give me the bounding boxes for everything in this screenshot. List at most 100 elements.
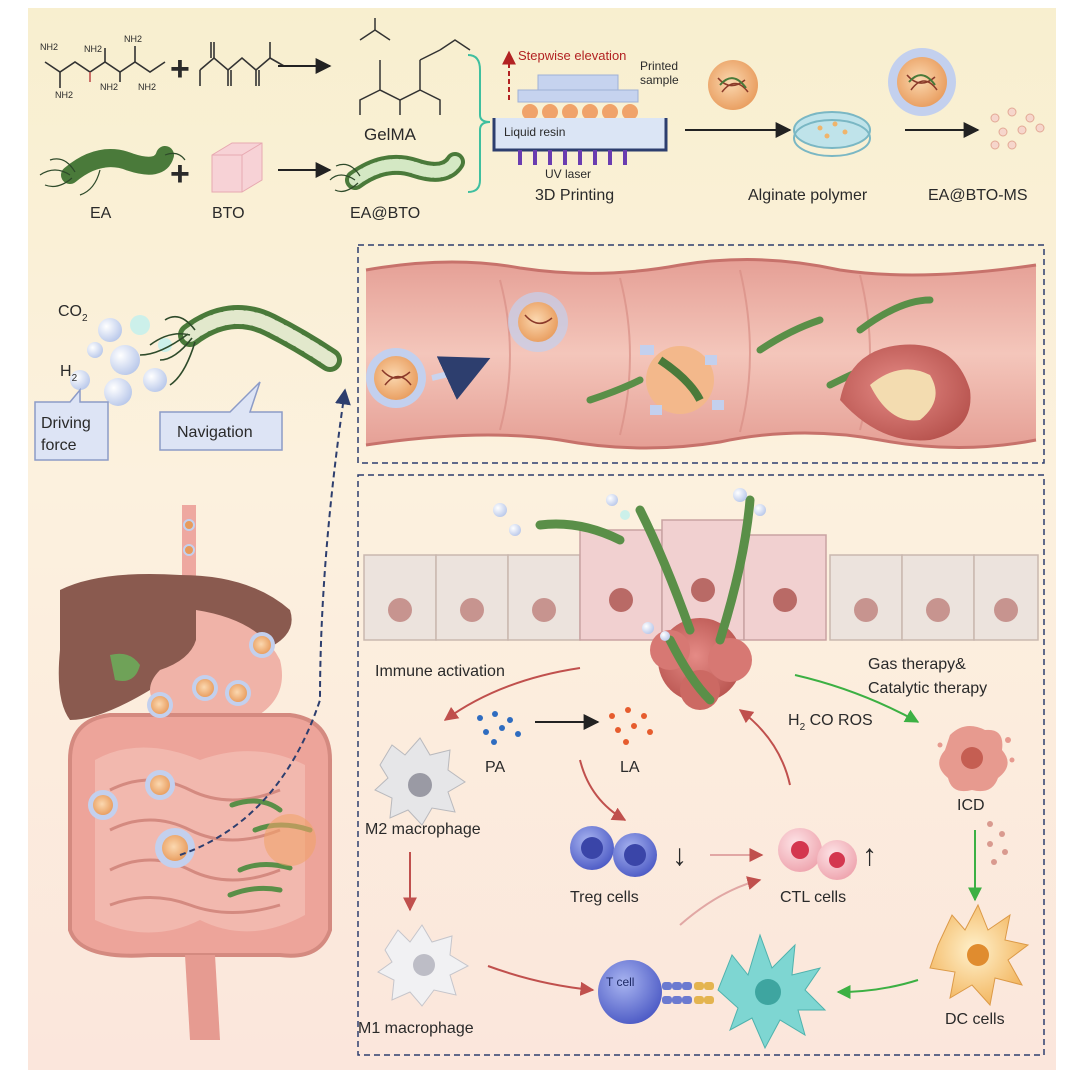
liquid-resin-label: Liquid resin <box>504 125 565 139</box>
ros-label: H2 CO ROS <box>788 712 873 733</box>
liver <box>58 574 292 720</box>
driving-force-text-line2: force <box>41 437 77 454</box>
dendritic-cell-teal <box>717 933 827 1050</box>
ms-in-gut-3 <box>640 345 724 415</box>
alginate-label: Alginate polymer <box>748 187 868 204</box>
build-platform <box>517 89 639 103</box>
stepwise-label: Stepwise elevation <box>518 48 626 63</box>
arrow-tcell-ctl <box>679 876 762 926</box>
t-cell: T cell <box>598 960 662 1024</box>
product-label: EA@BTO-MS <box>928 187 1028 204</box>
arrow-tumor-icd <box>794 674 920 723</box>
immune-bubbles <box>493 488 766 641</box>
co2-label: CO2 <box>58 303 88 324</box>
driving-force-label: Driving force <box>41 415 95 454</box>
product-particles <box>990 107 1045 150</box>
dc-label: DC cells <box>945 1011 1005 1028</box>
gelatin-molecule <box>44 46 166 88</box>
navigation-callout: Navigation <box>159 381 283 451</box>
amine-label-4: NH2 <box>55 90 73 100</box>
icd-cell <box>937 726 1015 792</box>
ctl-cells <box>778 828 857 880</box>
treg-cells <box>570 826 657 877</box>
printed-spheres <box>522 104 638 120</box>
h2-label: H2 <box>60 363 78 384</box>
icd-label: ICD <box>957 797 985 814</box>
arrow-ctl-tumor <box>738 709 791 786</box>
rectum <box>185 955 220 1040</box>
m1-macrophage <box>377 924 470 1007</box>
synapse-receptors <box>662 982 714 1004</box>
intestine-frame <box>357 244 1045 464</box>
treg-label: Treg cells <box>570 889 639 906</box>
amine-label-1: NH2 <box>40 42 58 52</box>
ctl-label: CTL cells <box>780 889 846 906</box>
navigation-label: Navigation <box>177 424 253 441</box>
amine-labels: NH2 NH2 NH2 NH2 NH2 NH2 <box>40 34 156 100</box>
printed-sample-label: Printed sample <box>640 59 681 87</box>
methacrylic-anhydride <box>199 42 285 86</box>
printing-apparatus: Stepwise elevation Printed sample Liquid… <box>492 48 681 204</box>
immune-bacteria <box>535 495 755 705</box>
plus-sign-1: + <box>170 50 190 88</box>
m2-label: M2 macrophage <box>365 821 481 838</box>
amine-label-2: NH2 <box>84 44 102 54</box>
ea-label: EA <box>90 205 112 222</box>
microsphere-1 <box>708 60 758 110</box>
amine-label-6: NH2 <box>138 82 156 92</box>
synthesis-bracket <box>467 54 491 193</box>
dc-cells <box>929 903 1030 1007</box>
immune-frame <box>357 474 1045 1056</box>
m2-macrophage <box>374 737 466 826</box>
arrow-tumor-m2 <box>443 667 581 721</box>
printing-caption: 3D Printing <box>535 187 614 204</box>
ea-bacterium <box>39 146 186 196</box>
printed-sample-text: Printed <box>640 59 678 73</box>
arrow-pa-treg <box>579 759 627 821</box>
bto-label: BTO <box>212 205 245 222</box>
ea-bto-swimmer <box>139 305 342 386</box>
abdomen-microspheres <box>88 632 275 868</box>
gas-bubbles <box>70 315 172 406</box>
ms-in-gut-2 <box>508 292 568 352</box>
build-plate <box>537 74 619 91</box>
ctl-up-arrow: ↑ <box>862 839 877 872</box>
navigation-path <box>179 388 351 856</box>
driving-force-callout: Driving force <box>34 387 109 461</box>
gelma-label: GelMA <box>364 125 417 144</box>
gallbladder <box>110 653 140 681</box>
treg-down-arrow: ↓ <box>672 839 687 872</box>
plus-sign-2: + <box>170 155 190 193</box>
small-intestine-folds <box>109 778 281 914</box>
arrow-m1-tcell <box>487 965 595 996</box>
abdomen-tumor-site <box>264 814 316 866</box>
printed-sample-text-line2: sample <box>640 73 679 87</box>
ea-bto-bacterium <box>329 152 465 193</box>
la-label: LA <box>620 759 640 776</box>
icd-debris <box>987 821 1008 865</box>
immune-activation-label: Immune activation <box>375 663 505 680</box>
driving-force-text: Driving <box>41 415 91 432</box>
tumor-in-gut <box>840 344 971 441</box>
gelma-structure <box>359 18 471 115</box>
petri-dish <box>793 111 871 157</box>
ea-bto-label: EA@BTO <box>350 205 420 222</box>
amine-label-3: NH2 <box>124 34 142 44</box>
la-dots <box>609 707 653 745</box>
esophagus-beads <box>183 519 195 556</box>
uv-laser-beams <box>518 150 627 165</box>
catalytic-therapy-label: Catalytic therapy <box>868 680 987 697</box>
bto-cube <box>211 142 263 193</box>
abdomen-anatomy <box>58 505 332 1040</box>
gut-arrow-1 <box>431 356 491 400</box>
arrow-dc-synapse <box>836 979 919 999</box>
tcell-label: T cell <box>606 975 634 989</box>
m1-label: M1 macrophage <box>358 1020 474 1037</box>
gas-therapy-label: Gas therapy& <box>868 656 966 673</box>
pa-label: PA <box>485 759 505 776</box>
pa-dots <box>477 711 521 745</box>
ms-in-gut-1 <box>366 348 426 408</box>
amine-label-5: NH2 <box>100 82 118 92</box>
microsphere-coated <box>888 48 956 116</box>
